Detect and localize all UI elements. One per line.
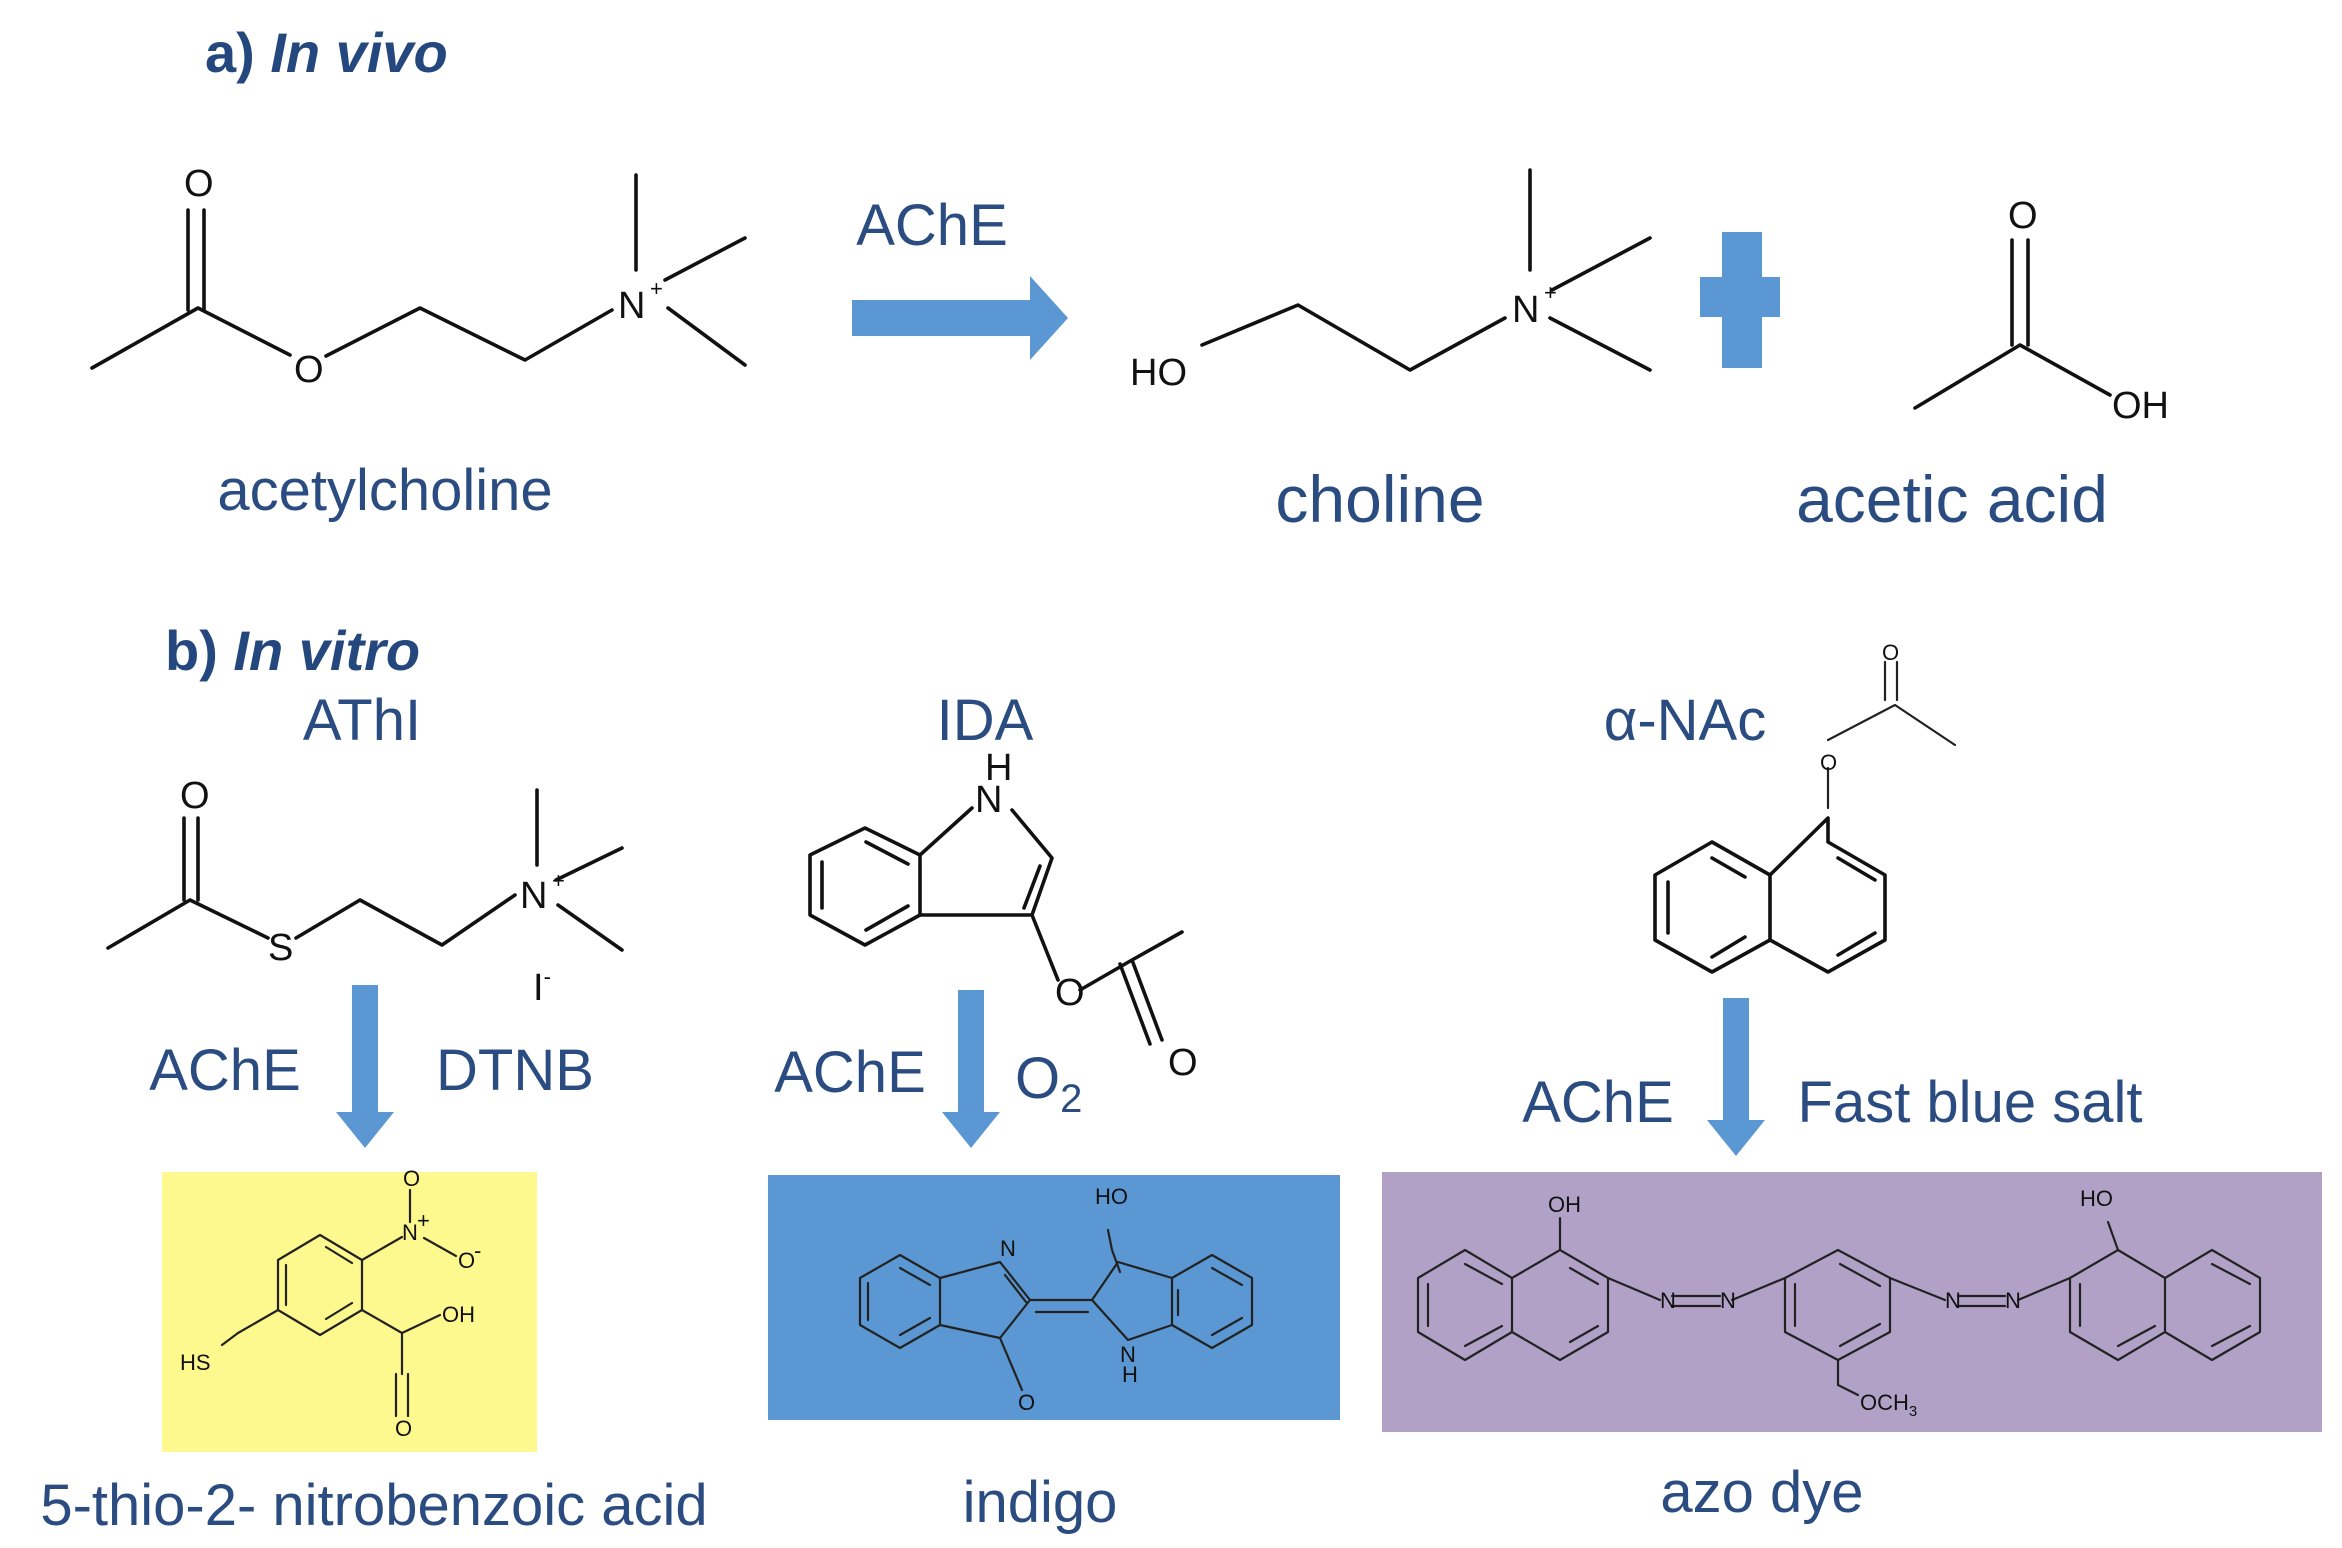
svg-text:N: N [402,1220,418,1245]
svg-text:O: O [184,163,214,205]
naphthyl-acetate-structure: O O [1653,640,1957,974]
svg-text:-: - [474,1238,481,1263]
svg-text:N: N [618,285,645,327]
ida-label: IDA [937,688,1034,753]
azo-dye-label: azo dye [1660,1460,1863,1525]
svg-text:O: O [458,1248,475,1273]
acetylcholine-label: acetylcholine [217,458,552,523]
svg-text:N: N [1660,1288,1676,1313]
svg-text:N: N [1720,1288,1736,1313]
svg-text:N: N [1000,1236,1016,1261]
plus-sign [1700,232,1780,368]
svg-text:I-: I- [533,964,551,1009]
ache-label-a: AChE [856,193,1008,258]
reaction-arrow-ida [942,990,1000,1148]
svg-text:HO: HO [2080,1186,2113,1211]
section-a-heading: a) In vivo [205,21,448,84]
nac-enzyme-label: AChE [1522,1070,1674,1135]
reaction-arrow-nac [1707,998,1765,1156]
acetylthiocholine-structure: O S N + I- [106,775,624,1009]
svg-text:O: O [180,775,210,817]
indigo-product-box [768,1175,1340,1420]
svg-text:OCH3: OCH3 [1860,1390,1917,1420]
choline-label: choline [1275,462,1484,536]
svg-text:O: O [403,1166,420,1191]
svg-text:+: + [552,868,565,893]
indigo-label: indigo [963,1470,1118,1535]
section-b-heading: b) In vitro [165,619,420,682]
azo-dye-structure: OH N N N N OCH3 HO [1416,1186,2262,1420]
svg-text:N: N [1945,1288,1961,1313]
athi-reagent-label: DTNB [436,1038,594,1103]
svg-text:O: O [294,349,324,391]
svg-text:HO: HO [1095,1184,1128,1209]
svg-text:N: N [2005,1288,2021,1313]
tnb-structure: N + O O - OH O HS [180,1166,481,1441]
choline-structure: HO N + [1130,168,1652,394]
svg-text:O: O [1820,750,1837,775]
ida-enzyme-label: AChE [774,1040,926,1105]
svg-text:O: O [1168,1042,1198,1084]
svg-text:O: O [2008,195,2038,237]
nac-reagent-label: Fast blue salt [1798,1070,2143,1135]
reaction-arrow-athi [336,985,394,1148]
tnb-label: 5-thio-2- nitrobenzoic acid [40,1473,707,1538]
svg-text:O: O [395,1416,412,1441]
svg-text:H: H [1122,1362,1138,1387]
svg-text:+: + [417,1208,430,1233]
acetic-acid-structure: O OH [1913,195,2169,427]
acetic-acid-label: acetic acid [1796,462,2108,536]
svg-text:O: O [1882,640,1899,665]
svg-text:OH: OH [442,1302,475,1327]
ida-reagent-label: O2 [1015,1046,1082,1121]
svg-text:HS: HS [180,1350,211,1375]
svg-text:N: N [1120,1342,1136,1367]
svg-text:O: O [1055,972,1085,1014]
indigo-structure: N O HO N H [858,1184,1254,1415]
indoxyl-acetate-structure: N H O O [808,747,1198,1084]
svg-text:N: N [975,779,1002,821]
athi-enzyme-label: AChE [149,1038,301,1103]
svg-text:+: + [650,276,663,301]
svg-text:O: O [1018,1390,1035,1415]
svg-text:N: N [1512,289,1539,331]
acetylcholine-structure: O O N + [90,163,747,391]
athi-label: AThI [303,688,421,753]
svg-text:+: + [1544,280,1557,305]
nac-label: α-NAc [1604,688,1766,753]
svg-text:OH: OH [2112,385,2169,427]
reaction-arrow-a [852,276,1068,360]
svg-text:N: N [520,875,547,917]
svg-text:H: H [985,747,1012,789]
svg-text:S: S [268,927,293,969]
svg-text:OH: OH [1548,1192,1581,1217]
svg-text:HO: HO [1130,352,1187,394]
tnb-product-box [162,1172,537,1452]
